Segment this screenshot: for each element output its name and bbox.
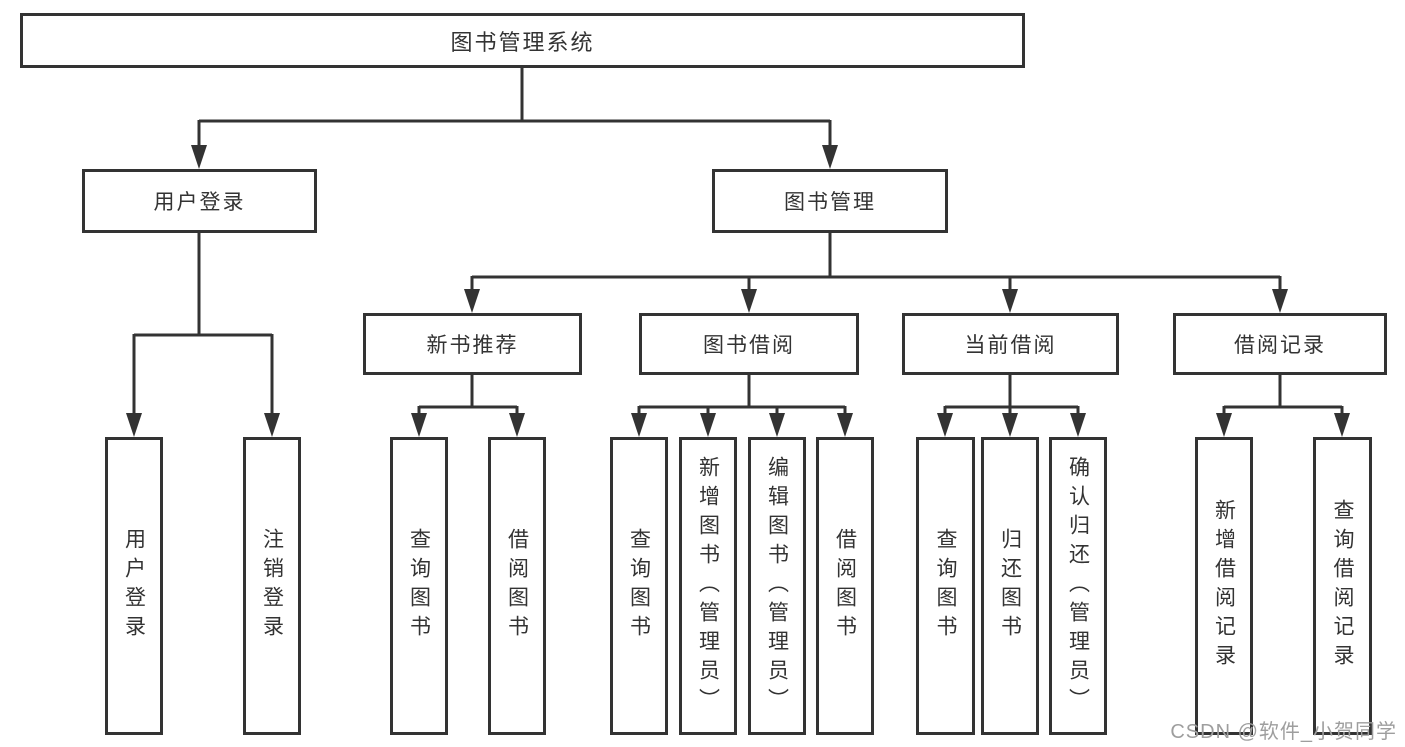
node-label: 新增借阅记录 bbox=[1212, 499, 1236, 673]
node-new-book-recommend: 新书推荐 bbox=[363, 313, 582, 375]
node-label: 用户登录 bbox=[153, 191, 246, 214]
leaf-borrow-books: 借阅图书 bbox=[816, 437, 874, 735]
leaf-edit-book-admin: 编辑图书（管理员） bbox=[748, 437, 806, 735]
leaf-confirm-return-admin: 确认归还（管理员） bbox=[1049, 437, 1107, 735]
node-user-login: 用户登录 bbox=[82, 169, 317, 233]
node-label: 借阅图书 bbox=[833, 528, 857, 644]
node-label: 查询图书 bbox=[627, 528, 651, 644]
node-current-borrow: 当前借阅 bbox=[902, 313, 1119, 375]
leaf-query-borrow-record: 查询借阅记录 bbox=[1313, 437, 1372, 735]
node-label: 查询借阅记录 bbox=[1331, 499, 1354, 673]
leaf-add-borrow-record: 新增借阅记录 bbox=[1195, 437, 1253, 735]
node-label: 借阅图书 bbox=[505, 528, 529, 644]
leaf-logout: 注销登录 bbox=[243, 437, 301, 735]
node-label: 确认归还（管理员） bbox=[1066, 455, 1090, 717]
leaf-return-books: 归还图书 bbox=[981, 437, 1039, 735]
watermark: CSDN @软件_小贺同学 bbox=[1170, 721, 1397, 743]
node-label: 图书管理 bbox=[784, 191, 876, 214]
node-label: 新增图书（管理员） bbox=[696, 455, 720, 717]
leaf-query-books-recommend: 查询图书 bbox=[390, 437, 448, 735]
node-label: 查询图书 bbox=[934, 528, 957, 644]
leaf-query-books-current: 查询图书 bbox=[916, 437, 975, 735]
node-label: 当前借阅 bbox=[964, 334, 1057, 357]
node-book-management: 图书管理 bbox=[712, 169, 948, 233]
node-label: 查询图书 bbox=[407, 528, 431, 644]
node-borrow-records: 借阅记录 bbox=[1173, 313, 1387, 375]
node-book-borrow: 图书借阅 bbox=[639, 313, 859, 375]
node-label: 注销登录 bbox=[260, 528, 284, 644]
node-label: 归还图书 bbox=[998, 528, 1022, 644]
node-label: 用户登录 bbox=[122, 528, 146, 644]
node-label: 借阅记录 bbox=[1234, 334, 1326, 357]
node-label: 新书推荐 bbox=[426, 334, 519, 357]
leaf-query-books-borrow: 查询图书 bbox=[610, 437, 668, 735]
leaf-add-book-admin: 新增图书（管理员） bbox=[679, 437, 737, 735]
node-label: 图书借阅 bbox=[703, 334, 795, 357]
node-label: 编辑图书（管理员） bbox=[765, 455, 789, 717]
node-library-system: 图书管理系统 bbox=[20, 13, 1025, 68]
node-label: 图书管理系统 bbox=[450, 29, 595, 55]
leaf-user-login: 用户登录 bbox=[105, 437, 163, 735]
leaf-borrow-books-recommend: 借阅图书 bbox=[488, 437, 546, 735]
